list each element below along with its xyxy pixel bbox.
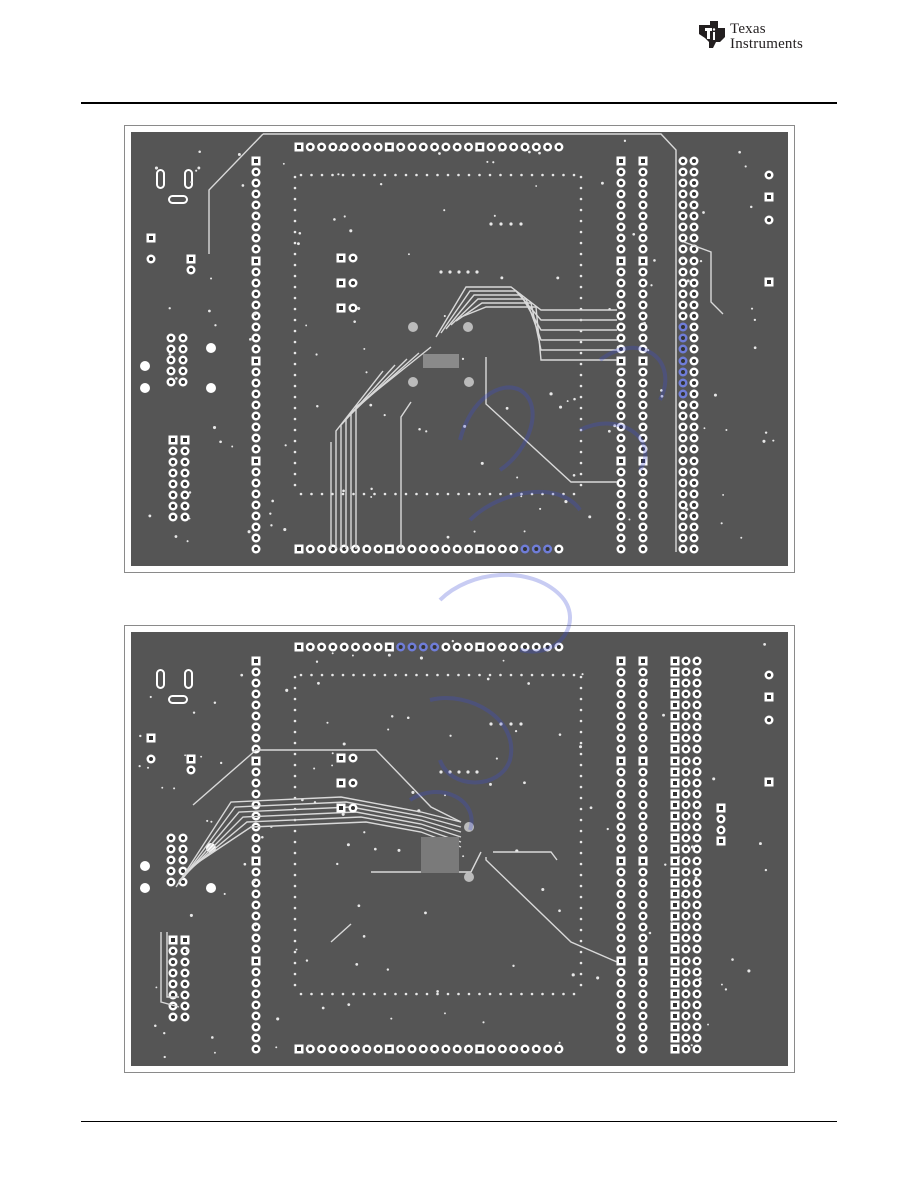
pcb-layout-top xyxy=(131,132,788,566)
logo-line-1: Texas xyxy=(730,22,803,37)
board xyxy=(131,632,788,1066)
board xyxy=(131,132,788,566)
footer-rule xyxy=(81,1121,837,1122)
pcb-layout-figure-top xyxy=(124,125,795,573)
logo-line-2: Instruments xyxy=(730,37,803,52)
ti-state-logo-icon xyxy=(696,19,728,51)
board-substrate xyxy=(131,132,788,566)
pcb-layout-figure-bottom xyxy=(124,625,795,1073)
ti-logo: Texas Instruments xyxy=(696,18,841,54)
header-rule xyxy=(81,102,837,104)
ic-footprint xyxy=(423,354,459,368)
ic-footprint xyxy=(421,837,459,873)
pcb-layout-bottom xyxy=(131,632,788,1066)
